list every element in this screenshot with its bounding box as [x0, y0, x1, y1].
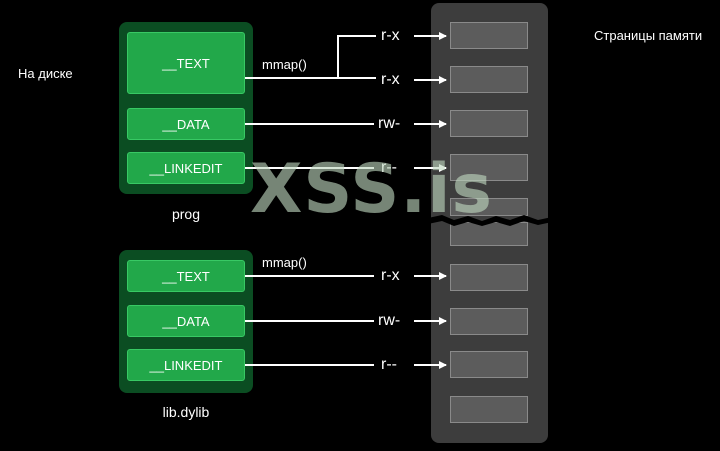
- prog-text-segment: __TEXT: [127, 32, 245, 94]
- permission-label: r--: [381, 356, 397, 373]
- on-disk-label: На диске: [18, 66, 73, 81]
- permission-label: rw-: [378, 115, 401, 132]
- memory-page: [450, 66, 528, 93]
- permission-label: rw-: [378, 312, 401, 329]
- memory-pages-label: Страницы памяти: [594, 28, 703, 43]
- memory-page: [450, 308, 528, 335]
- memory-page: [450, 222, 528, 246]
- memory-page: [450, 396, 528, 423]
- memory-page: [450, 351, 528, 378]
- memory-page: [450, 22, 528, 49]
- memory-page: [450, 110, 528, 137]
- lib-data-segment: __DATA: [127, 305, 245, 337]
- watermark-text: XSS.is: [250, 150, 493, 229]
- lib-segments-group: __TEXT __DATA __LINKEDIT: [119, 250, 253, 393]
- lib-text-segment: __TEXT: [127, 260, 245, 292]
- permission-label: r--: [381, 159, 397, 176]
- memory-page: [450, 154, 528, 181]
- permission-label: r-x: [381, 267, 400, 284]
- lib-mmap-label: mmap(): [262, 255, 307, 270]
- lib-caption: lib.dylib: [162, 404, 210, 420]
- prog-linkedit-segment: __LINKEDIT: [127, 152, 245, 184]
- permission-label: r-x: [381, 71, 400, 88]
- prog-mmap-label: mmap(): [262, 57, 307, 72]
- prog-caption: prog: [171, 206, 201, 222]
- permission-label: r-x: [381, 27, 400, 44]
- prog-segments-group: __TEXT __DATA __LINKEDIT: [119, 22, 253, 194]
- memory-page: [450, 264, 528, 291]
- prog-data-segment: __DATA: [127, 108, 245, 140]
- lib-linkedit-segment: __LINKEDIT: [127, 349, 245, 381]
- column-break: [428, 215, 552, 226]
- prog-text-connector: [245, 35, 376, 79]
- memory-page: [450, 198, 528, 216]
